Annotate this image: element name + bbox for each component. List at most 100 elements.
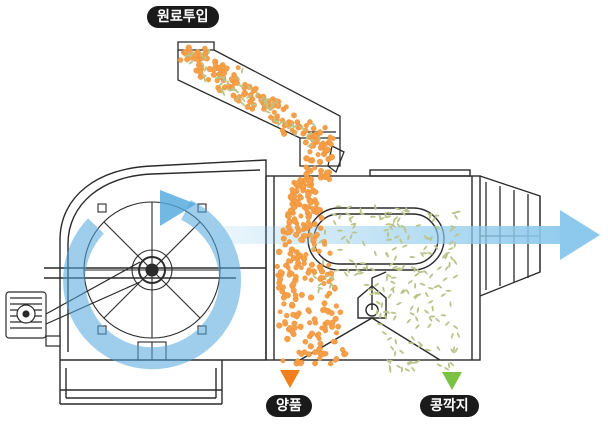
husk-particle	[387, 293, 392, 299]
husk-particle	[330, 283, 335, 288]
husk-particle	[441, 253, 447, 259]
husk-particle	[392, 287, 395, 294]
husk-particle	[443, 367, 450, 371]
husk-particle	[424, 309, 429, 314]
bean-particle	[293, 264, 299, 271]
bean-particle	[326, 262, 331, 268]
husk-particle	[456, 332, 460, 338]
bean-particle	[274, 263, 280, 270]
bean-particle	[311, 221, 318, 228]
husk-particle	[256, 91, 259, 98]
husk-particle	[226, 80, 229, 86]
bean-particle	[316, 248, 322, 254]
husk-particle	[312, 274, 318, 280]
husk-particle	[381, 331, 387, 336]
bean-particle	[302, 338, 309, 345]
bean-particle	[271, 109, 277, 115]
husk-particle	[394, 338, 398, 345]
husk-particle	[434, 225, 440, 230]
bean-particle	[244, 104, 251, 110]
bean-particle	[287, 250, 294, 257]
husk-particle	[333, 219, 337, 226]
husk-particle	[445, 289, 452, 292]
husk-particle	[309, 233, 315, 238]
bean-particle	[177, 57, 184, 63]
husk-particle	[383, 228, 390, 232]
bean-particle	[306, 178, 313, 185]
husk-particle	[335, 205, 342, 208]
bean-particle	[337, 309, 344, 316]
husk-particle	[427, 287, 434, 290]
bean-particle	[280, 235, 287, 242]
husk-particle	[310, 138, 316, 142]
bean-particle	[284, 292, 291, 299]
husk-particle	[307, 131, 313, 136]
bean-particle	[305, 307, 312, 313]
bean-particle	[307, 149, 313, 155]
husk-particle	[429, 235, 433, 242]
bean-particle	[316, 331, 322, 337]
husk-particle	[390, 223, 396, 228]
bean-particle	[270, 96, 276, 102]
bean-particle	[321, 306, 328, 313]
husk-particle	[264, 98, 270, 102]
bean-particle	[241, 91, 248, 98]
bean-particle	[300, 183, 307, 190]
husk-particle	[392, 265, 398, 269]
bean-particle	[334, 330, 340, 336]
husk-particle	[453, 274, 459, 279]
bean-particle	[326, 176, 333, 182]
husk-particle	[425, 348, 431, 352]
husk-particle	[356, 269, 362, 273]
husk-particle	[246, 85, 252, 90]
husk-particle	[406, 361, 413, 364]
husk-particle	[359, 212, 365, 216]
husk-particle	[444, 265, 449, 271]
air-flow-arrowhead	[560, 210, 600, 260]
husk-particle	[396, 364, 402, 369]
bean-particle	[290, 287, 297, 294]
husk-particle	[370, 267, 376, 272]
bean-particle	[289, 271, 295, 277]
bean-particle	[281, 301, 287, 307]
husk-particle	[390, 345, 395, 351]
bean-particle	[333, 303, 340, 309]
bean-particle	[322, 124, 328, 131]
husk-particle	[400, 289, 405, 294]
husk-particle	[415, 224, 422, 227]
bean-particle	[343, 351, 349, 357]
bean-particle	[206, 65, 213, 73]
bean-particle	[276, 322, 283, 329]
bean-particle	[312, 165, 318, 171]
bean-particle	[297, 323, 304, 330]
husk-particle	[405, 207, 409, 213]
husk-particle	[369, 215, 376, 218]
bean-particle	[335, 323, 342, 330]
bean-particle	[284, 335, 291, 343]
husk-particle	[388, 366, 392, 373]
husk-particles	[184, 48, 461, 373]
bean-particle	[276, 248, 283, 256]
product-label: 양품	[266, 395, 312, 417]
husk-particle	[380, 302, 384, 308]
husk-particle	[440, 314, 447, 317]
husk-particle	[386, 359, 393, 362]
bean-particle	[312, 360, 318, 367]
husk-particle	[385, 223, 392, 226]
motor	[5, 261, 141, 347]
bean-particle	[279, 127, 286, 134]
husk-particle	[435, 317, 440, 323]
bean-particle	[294, 180, 301, 187]
bean-particle	[327, 250, 333, 256]
husk-particle	[204, 66, 207, 72]
bean-particle	[317, 355, 323, 361]
bean-particle	[282, 319, 288, 325]
husk-particle	[373, 282, 380, 287]
husk-particle	[433, 214, 440, 217]
husk-particle	[396, 217, 401, 223]
husk-particle	[367, 288, 374, 291]
husk-particle	[222, 90, 225, 97]
husk-particle	[207, 48, 211, 55]
husk-particle	[345, 238, 350, 244]
